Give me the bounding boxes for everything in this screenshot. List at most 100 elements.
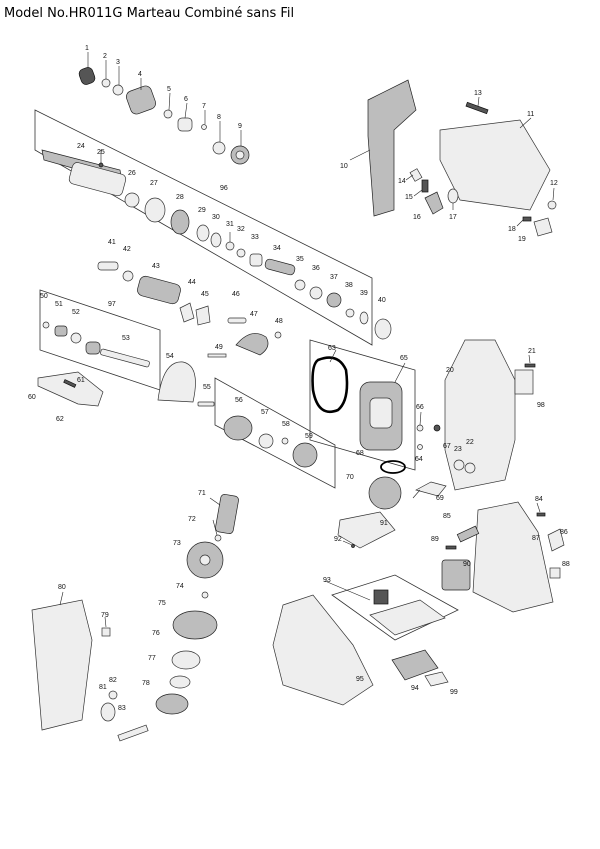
part-label-55: 55 bbox=[203, 384, 211, 391]
part-drawing-39 bbox=[359, 311, 369, 325]
part-label-42: 42 bbox=[123, 246, 131, 253]
part-drawing-31 bbox=[225, 241, 235, 251]
part-label-84: 84 bbox=[535, 496, 543, 503]
part-drawing-99 bbox=[424, 671, 449, 687]
part-drawing-48 bbox=[274, 331, 282, 339]
part-label-8: 8 bbox=[217, 114, 221, 121]
part-drawing-12 bbox=[547, 200, 557, 210]
part-label-75: 75 bbox=[158, 600, 166, 607]
part-drawing-70 bbox=[368, 476, 402, 510]
part-drawing-50 bbox=[42, 321, 50, 329]
part-label-50: 50 bbox=[40, 293, 48, 300]
part-label-52: 52 bbox=[72, 309, 80, 316]
part-label-68: 68 bbox=[356, 450, 364, 457]
part-drawing-93-board bbox=[369, 599, 446, 636]
part-label-60: 60 bbox=[28, 394, 36, 401]
part-label-70: 70 bbox=[346, 474, 354, 481]
part-drawing-78 bbox=[155, 693, 189, 715]
part-drawing-46 bbox=[227, 317, 247, 324]
frame-controller-group bbox=[331, 574, 459, 641]
part-drawing-98 bbox=[514, 369, 534, 395]
part-label-79: 79 bbox=[101, 612, 109, 619]
part-label-81: 81 bbox=[99, 684, 107, 691]
left-housing-parts bbox=[31, 599, 149, 742]
part-drawing-2 bbox=[101, 78, 111, 88]
part-drawing-22 bbox=[464, 462, 476, 474]
part-label-1: 1 bbox=[85, 45, 89, 52]
part-label-96: 96 bbox=[220, 185, 228, 192]
part-label-63: 63 bbox=[328, 345, 336, 352]
part-drawing-43 bbox=[137, 275, 181, 305]
spindle-parts bbox=[41, 149, 392, 340]
part-drawing-51 bbox=[54, 325, 68, 337]
part-drawing-89 bbox=[445, 545, 457, 550]
part-drawing-61 bbox=[63, 379, 77, 388]
part-drawing-40 bbox=[374, 318, 392, 340]
part-drawing-56 bbox=[223, 415, 253, 441]
part-label-6: 6 bbox=[184, 96, 188, 103]
frame-clutch-group bbox=[214, 377, 336, 489]
part-label-56: 56 bbox=[235, 397, 243, 404]
part-label-17: 17 bbox=[449, 214, 457, 221]
part-drawing-24-body bbox=[68, 162, 127, 197]
part-label-48: 48 bbox=[275, 318, 283, 325]
part-drawing-63 bbox=[311, 356, 349, 414]
part-label-78: 78 bbox=[142, 680, 150, 687]
part-drawing-34 bbox=[264, 258, 296, 276]
part-label-15: 15 bbox=[405, 194, 413, 201]
part-drawing-14 bbox=[409, 168, 423, 182]
part-label-13: 13 bbox=[474, 90, 482, 97]
part-label-59: 59 bbox=[305, 433, 313, 440]
crank-housing-parts bbox=[311, 356, 424, 474]
part-label-51: 51 bbox=[55, 301, 63, 308]
part-label-19: 19 bbox=[518, 236, 526, 243]
part-label-46: 46 bbox=[232, 291, 240, 298]
part-label-34: 34 bbox=[273, 245, 281, 252]
part-drawing-88 bbox=[549, 567, 561, 579]
part-label-53: 53 bbox=[122, 335, 130, 342]
part-label-74: 74 bbox=[176, 583, 184, 590]
part-drawing-54 bbox=[157, 361, 196, 403]
part-drawing-85 bbox=[456, 525, 480, 543]
part-label-40: 40 bbox=[378, 297, 386, 304]
part-drawing-42 bbox=[122, 270, 134, 282]
part-drawing-16 bbox=[424, 191, 444, 215]
part-drawing-7 bbox=[201, 124, 207, 130]
bracket-parts bbox=[37, 371, 104, 407]
part-drawing-10 bbox=[367, 79, 417, 217]
part-label-11: 11 bbox=[527, 111, 534, 118]
part-drawing-20 bbox=[444, 339, 516, 491]
part-drawing-37 bbox=[326, 292, 342, 308]
part-label-80: 80 bbox=[58, 584, 66, 591]
part-label-62: 62 bbox=[56, 416, 64, 423]
part-label-94: 94 bbox=[411, 685, 419, 692]
part-drawing-28 bbox=[170, 209, 190, 235]
part-label-71: 71 bbox=[198, 490, 206, 497]
part-drawing-33 bbox=[249, 253, 263, 267]
part-drawing-1 bbox=[78, 67, 96, 85]
part-drawing-84 bbox=[536, 512, 546, 517]
part-label-47: 47 bbox=[250, 311, 258, 318]
part-label-2: 2 bbox=[103, 53, 107, 60]
part-label-12: 12 bbox=[550, 180, 558, 187]
part-drawing-90 bbox=[441, 559, 471, 591]
part-drawing-47 bbox=[235, 333, 269, 356]
part-label-86: 86 bbox=[560, 529, 568, 536]
part-drawing-77 bbox=[169, 675, 191, 689]
part-label-9: 9 bbox=[238, 123, 242, 130]
part-label-14: 14 bbox=[398, 178, 406, 185]
controller-parts bbox=[272, 589, 449, 706]
part-drawing-38 bbox=[345, 308, 355, 318]
part-label-61: 61 bbox=[77, 377, 85, 384]
part-label-65: 65 bbox=[400, 355, 408, 362]
part-drawing-86 bbox=[547, 528, 565, 552]
part-label-39: 39 bbox=[360, 290, 368, 297]
part-label-31: 31 bbox=[226, 221, 234, 228]
part-label-72: 72 bbox=[188, 516, 196, 523]
clutch-parts bbox=[223, 415, 318, 468]
part-drawing-68 bbox=[380, 460, 406, 474]
part-drawing-67 bbox=[433, 424, 441, 432]
part-label-67: 67 bbox=[443, 443, 451, 450]
part-label-20: 20 bbox=[446, 367, 454, 374]
